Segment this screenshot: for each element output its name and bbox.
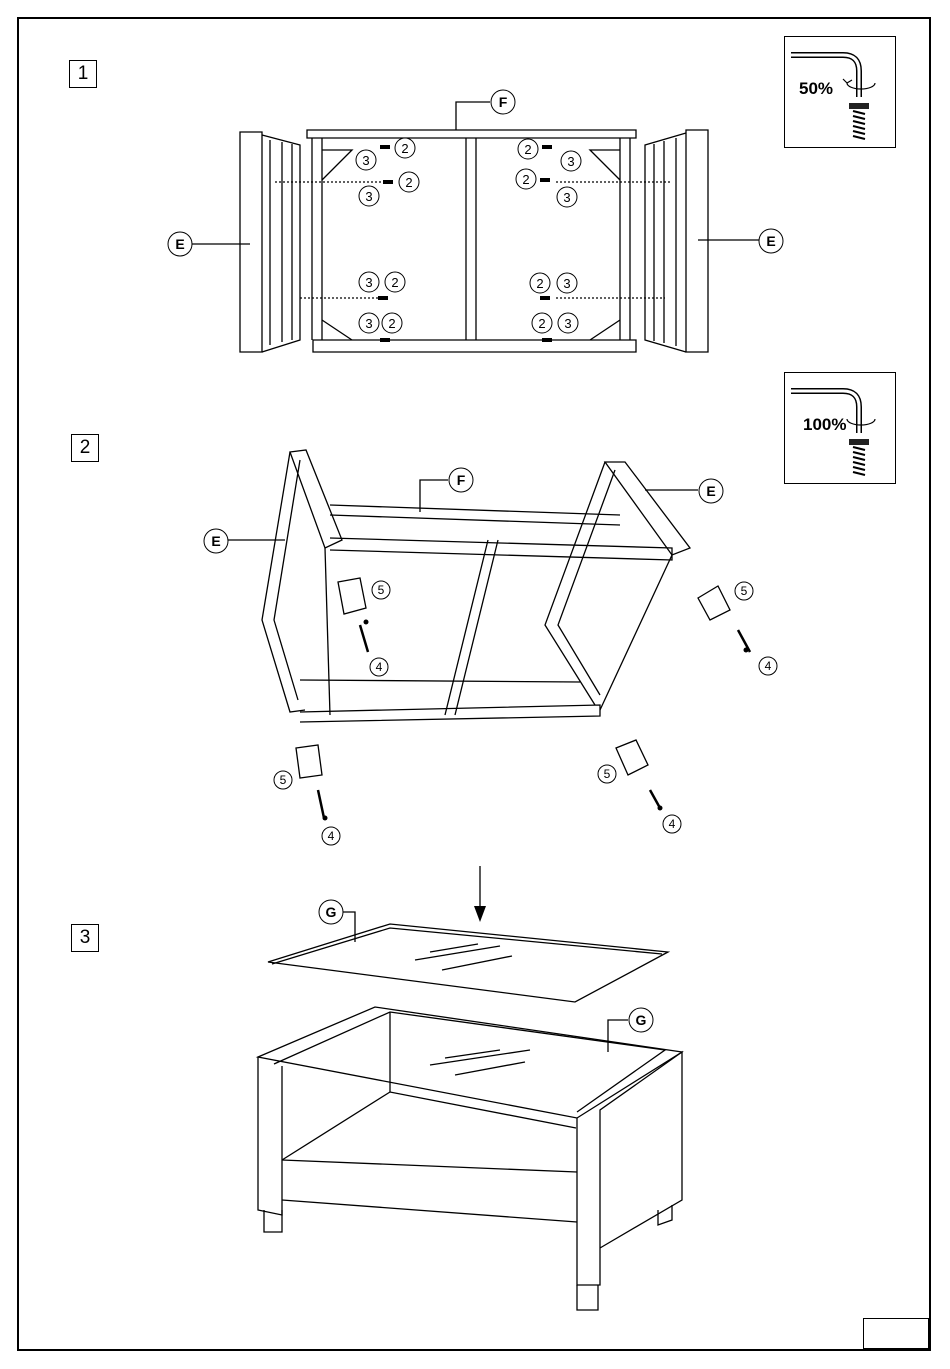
svg-text:G: G	[636, 1012, 647, 1028]
svg-text:2: 2	[524, 142, 531, 157]
part-2-callouts: 2 2 2 2 2 2 2 2	[382, 138, 552, 333]
label-G-table: G	[629, 1008, 653, 1032]
svg-text:F: F	[457, 472, 466, 488]
svg-text:5: 5	[280, 773, 287, 787]
svg-text:2: 2	[405, 175, 412, 190]
svg-text:5: 5	[741, 584, 748, 598]
svg-text:3: 3	[365, 189, 372, 204]
svg-text:E: E	[706, 483, 715, 499]
svg-text:2: 2	[536, 276, 543, 291]
svg-text:3: 3	[563, 276, 570, 291]
svg-text:2: 2	[388, 316, 395, 331]
svg-text:4: 4	[376, 660, 383, 674]
label-F-step2: F	[449, 468, 473, 492]
label-E-left-step1: E	[168, 232, 192, 256]
svg-text:2: 2	[401, 141, 408, 156]
svg-text:F: F	[499, 94, 508, 110]
svg-text:4: 4	[328, 829, 335, 843]
svg-text:G: G	[326, 904, 337, 920]
svg-text:3: 3	[563, 190, 570, 205]
label-E-left-step2: E	[204, 529, 228, 553]
svg-text:4: 4	[669, 817, 676, 831]
svg-text:2: 2	[522, 172, 529, 187]
label-F-step1: F	[491, 90, 515, 114]
svg-text:E: E	[175, 236, 184, 252]
part-4-callouts: 4 4 4 4	[322, 657, 777, 845]
svg-text:3: 3	[365, 316, 372, 331]
svg-text:3: 3	[567, 154, 574, 169]
svg-text:2: 2	[538, 316, 545, 331]
svg-text:3: 3	[564, 316, 571, 331]
part-3-callouts: 3 3 3 3 3 3 3 3	[356, 150, 581, 333]
label-E-right-step2: E	[699, 479, 723, 503]
svg-text:5: 5	[604, 767, 611, 781]
svg-text:2: 2	[391, 275, 398, 290]
part-5-callouts: 5 5 5 5	[274, 581, 753, 789]
svg-text:3: 3	[365, 275, 372, 290]
svg-text:3: 3	[362, 153, 369, 168]
svg-text:E: E	[766, 233, 775, 249]
svg-text:E: E	[211, 533, 220, 549]
svg-text:5: 5	[378, 583, 385, 597]
label-E-right-step1: E	[759, 229, 783, 253]
down-arrow-icon	[474, 906, 486, 922]
label-G-glass: G	[319, 900, 343, 924]
svg-text:4: 4	[765, 659, 772, 673]
